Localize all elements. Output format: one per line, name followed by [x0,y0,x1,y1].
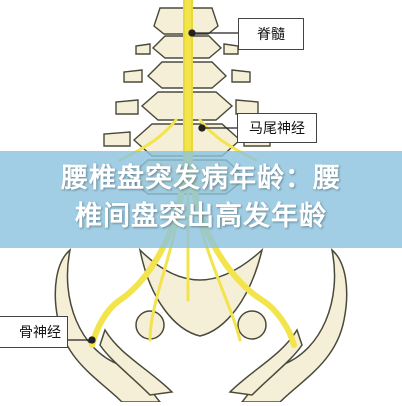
label-pointers [68,29,238,344]
label-spinal-cord-text: 脊髓 [257,27,285,43]
label-cauda-equina: 马尾神经 [237,113,317,143]
label-cauda-equina-text: 马尾神经 [249,121,305,137]
label-sciatic-nerve-text: 骨神经 [19,325,61,341]
label-spinal-cord: 脊髓 [238,18,304,50]
caption-text: 腰椎盘突发病年龄：腰 椎间盘突出高发年龄 [61,163,341,232]
label-sciatic-nerve: 骨神经 [0,316,68,348]
caption-banner [0,151,402,248]
